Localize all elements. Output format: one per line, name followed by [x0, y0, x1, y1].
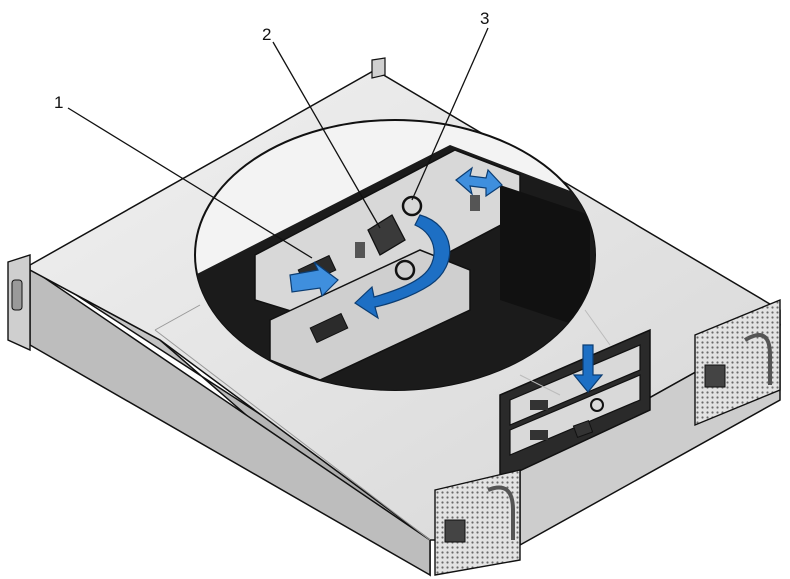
left-rack-ear — [7, 254, 31, 352]
power-supply-right — [694, 298, 781, 427]
callout-3: 3 — [480, 9, 489, 28]
slide-arrow-icon — [289, 261, 339, 298]
callout-1: 1 — [54, 93, 63, 112]
release-latch-icon — [572, 398, 604, 439]
controller-bay-front — [499, 328, 651, 482]
release-latch-icon — [367, 195, 423, 281]
callout-2: 2 — [262, 25, 271, 44]
callout-leaders — [67, 27, 489, 259]
push-arrow-icon — [572, 344, 604, 393]
callout-2-leader — [272, 41, 381, 229]
power-supply-left — [434, 469, 521, 576]
slide-arrow-icon — [455, 166, 503, 198]
magnifier-projection — [519, 309, 611, 396]
callout-1-leader — [67, 107, 313, 259]
rotate-arrow-icon — [354, 214, 451, 320]
callout-3-leader — [411, 27, 489, 201]
detail-magnifier — [194, 119, 596, 391]
